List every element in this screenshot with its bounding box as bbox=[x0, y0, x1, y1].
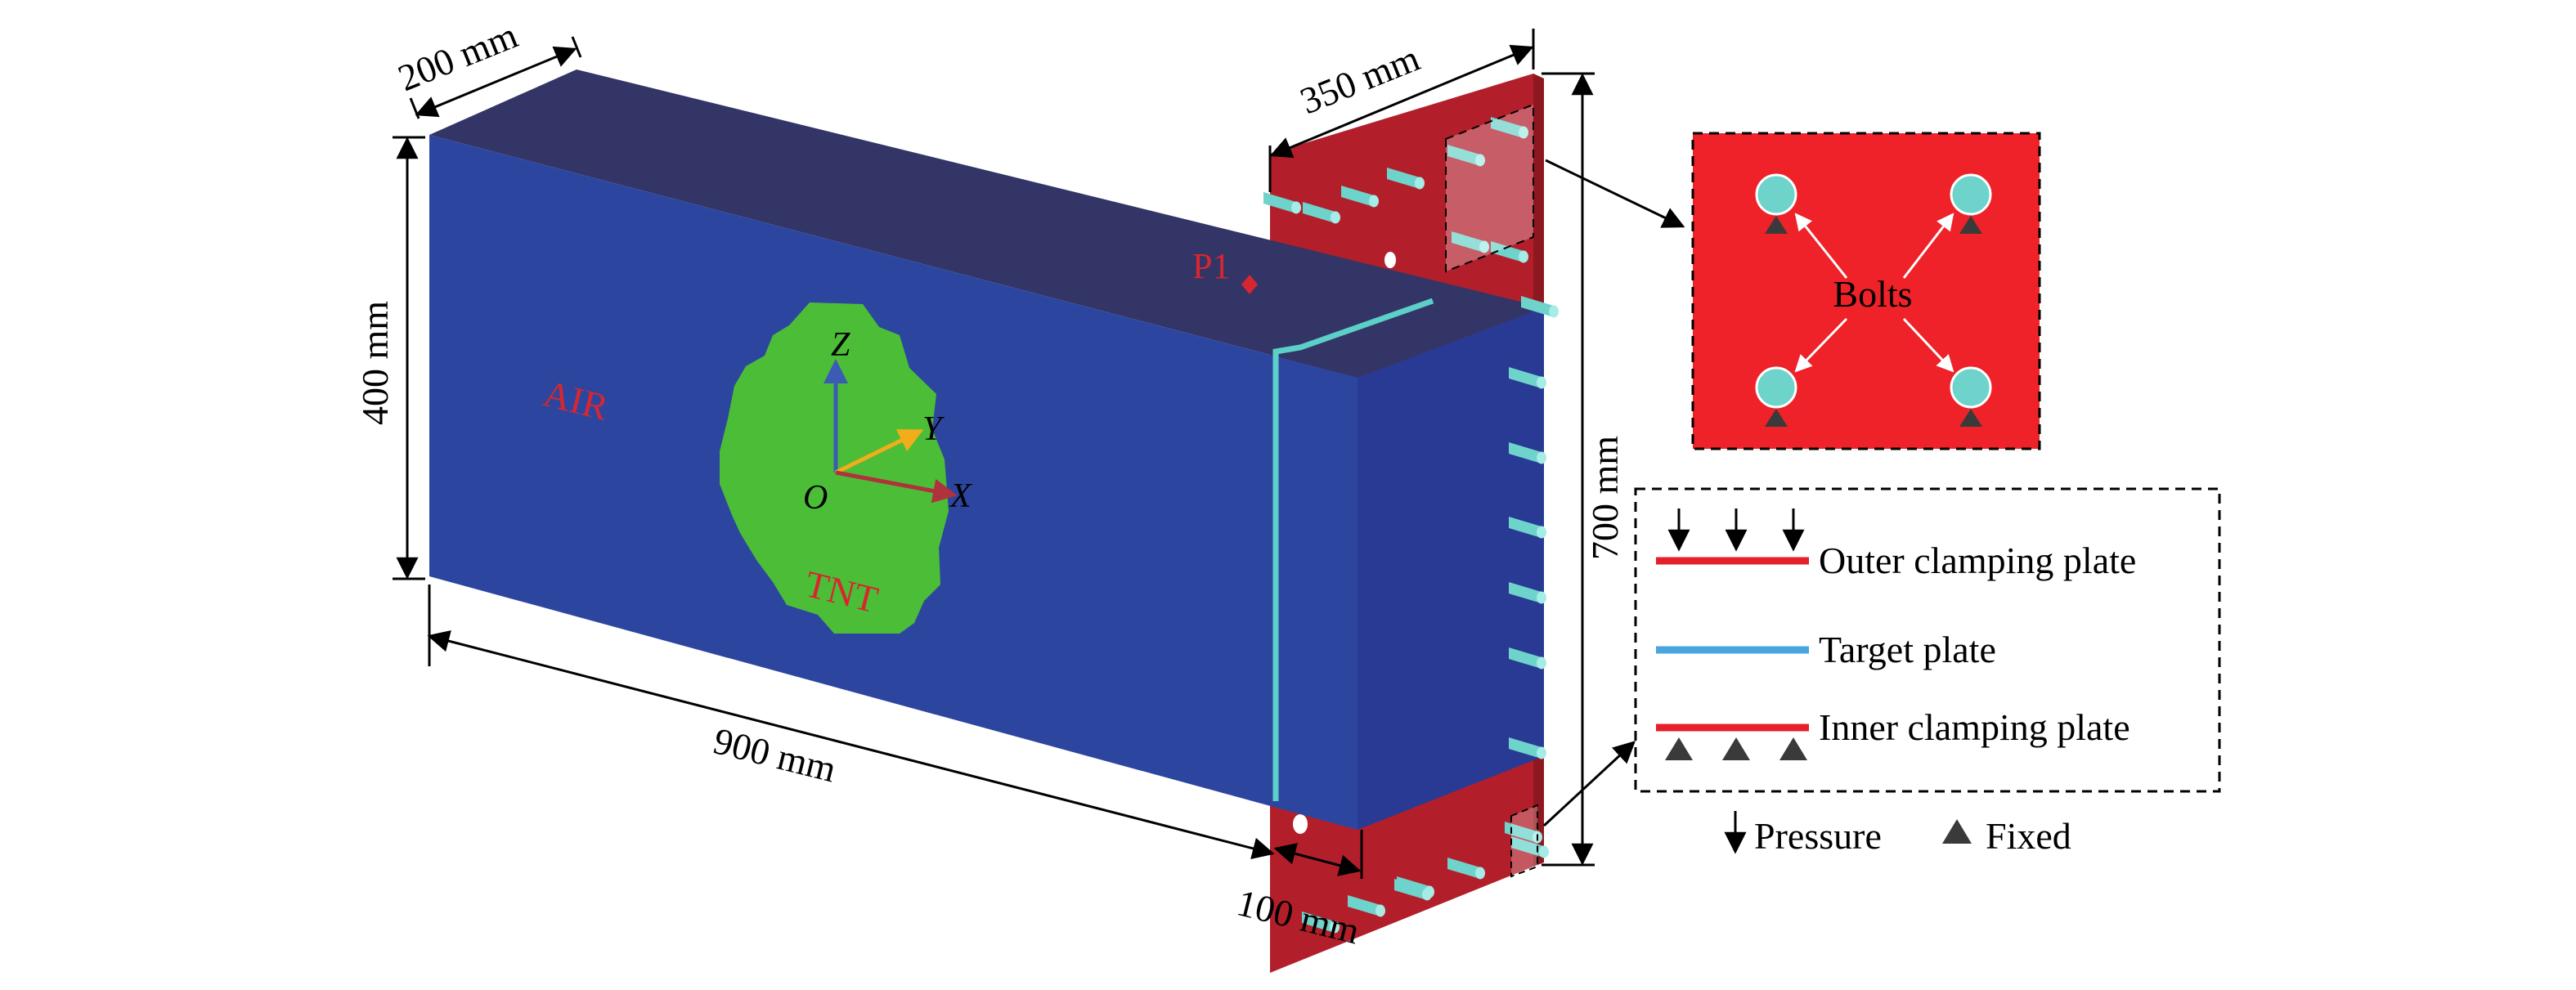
dim-plate-height: 700 mm bbox=[1584, 436, 1626, 560]
air-top-face bbox=[429, 69, 1544, 378]
fixed-key-label: Fixed bbox=[1986, 815, 2071, 857]
p1-label: P1 bbox=[1192, 246, 1230, 286]
y-axis-arrow bbox=[834, 429, 924, 475]
coordinate-axes: Z Y X O bbox=[803, 326, 973, 517]
legend-pointer-arrow bbox=[1542, 741, 1636, 827]
pressure-key-label: Pressure bbox=[1754, 815, 1882, 857]
dim-air-height: 400 mm bbox=[354, 301, 396, 425]
legend-box bbox=[1634, 487, 2221, 793]
legend: Outer clamping plate Target plate Inner … bbox=[1542, 487, 2221, 857]
dimension-lines bbox=[393, 29, 1595, 879]
dim-air-length: 900 mm bbox=[710, 719, 841, 790]
detail-bolt-heads bbox=[1755, 173, 1992, 409]
legend-fixed-triangles bbox=[1665, 737, 1807, 760]
axis-x-label: X bbox=[949, 477, 973, 515]
dim-air-width: 200 mm bbox=[393, 14, 523, 99]
bolts-label: Bolts bbox=[1833, 273, 1912, 315]
detail-fixed-supports bbox=[1765, 216, 1982, 427]
axis-y-label: Y bbox=[922, 410, 945, 448]
origin-label: O bbox=[803, 479, 828, 517]
legend-outer-label: Outer clamping plate bbox=[1819, 540, 2136, 581]
bolt-pointer-arrows bbox=[1794, 213, 1954, 373]
legend-pressure-arrows bbox=[1667, 508, 1805, 552]
fixed-key-icon bbox=[1942, 819, 1972, 844]
target-plate-edges bbox=[1272, 298, 1434, 801]
x-axis-arrow bbox=[835, 470, 958, 504]
detail-region-bottom bbox=[1510, 804, 1538, 878]
axis-z-label: Z bbox=[831, 326, 850, 364]
bolt-detail-inset: Bolts bbox=[1545, 132, 2041, 450]
legend-inner-label: Inner clamping plate bbox=[1819, 706, 2130, 748]
zoom-arrow-top bbox=[1545, 159, 1685, 228]
air-side-face bbox=[1358, 307, 1544, 830]
dim-plate-width: 350 mm bbox=[1295, 37, 1425, 122]
legend-target-label: Target plate bbox=[1819, 629, 1996, 670]
p1-marker bbox=[1241, 275, 1258, 294]
